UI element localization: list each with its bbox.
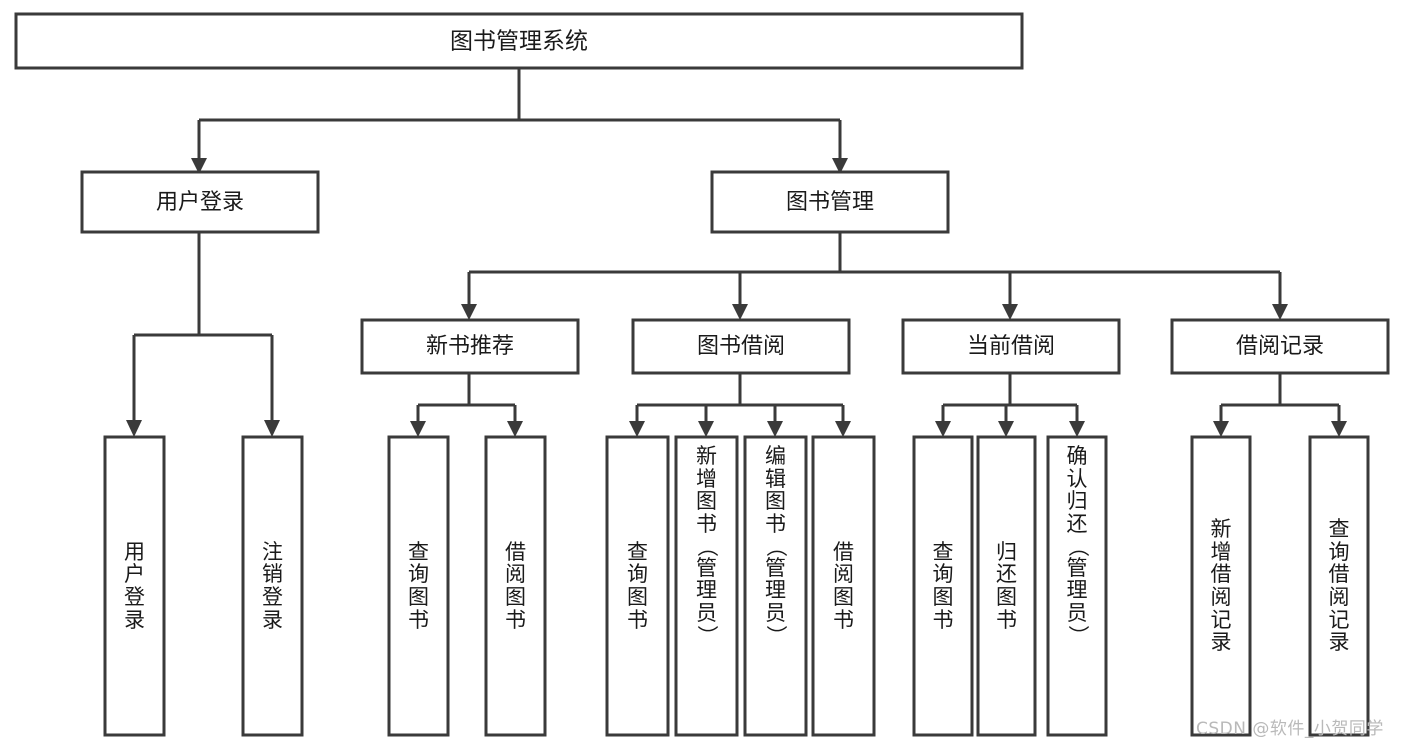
arrowhead-user-login [191, 158, 207, 174]
arrowhead-leaf-confirm-return [1069, 421, 1085, 437]
connector-group-root [191, 68, 848, 174]
node-leaf-user-login-box[interactable] [103, 435, 166, 737]
node-user-login-box[interactable] [80, 170, 320, 234]
connector-group-new-book-rec [410, 373, 523, 437]
arrowhead-borrow-record [1272, 304, 1288, 320]
node-leaf-logout-box[interactable] [241, 435, 304, 737]
node-book-manage-box[interactable] [710, 170, 950, 234]
node-book-manage-label: 图书管理 [786, 190, 874, 215]
node-leaf-edit-book-box[interactable] [743, 435, 808, 737]
arrowhead-leaf-user-login [126, 420, 142, 437]
connector-group-book-borrow [629, 373, 851, 437]
node-book-borrow-box[interactable] [631, 318, 851, 375]
arrowhead-leaf-return-book [998, 421, 1014, 437]
node-borrow-record-box[interactable] [1170, 318, 1390, 375]
node-root-box[interactable] [14, 12, 1024, 70]
node-leaf-add-record-box[interactable] [1190, 435, 1252, 737]
arrowhead-leaf-query-book-3 [935, 421, 951, 437]
node-book-borrow[interactable]: 图书借阅 [631, 318, 851, 375]
node-leaf-borrow-book-1-box[interactable] [484, 435, 547, 737]
connector-group-borrow-record [1213, 373, 1347, 437]
arrowhead-leaf-borrow-book-1 [507, 421, 523, 437]
node-leaf-return-book-box[interactable] [976, 435, 1037, 737]
node-new-book-rec-box[interactable] [360, 318, 580, 375]
arrowhead-leaf-logout [264, 420, 280, 437]
connector-group-current-borrow [935, 373, 1085, 437]
arrowhead-leaf-query-record [1331, 421, 1347, 437]
arrowhead-leaf-borrow-book-2 [835, 421, 851, 437]
node-book-borrow-label: 图书借阅 [697, 334, 785, 359]
arrowhead-book-borrow [732, 304, 748, 320]
node-current-borrow[interactable]: 当前借阅 [901, 318, 1121, 375]
node-new-book-rec[interactable]: 新书推荐 [360, 318, 580, 375]
node-leaf-borrow-book-2-box[interactable] [811, 435, 876, 737]
arrowhead-leaf-add-book [698, 421, 714, 437]
node-leaf-query-book-3-box[interactable] [912, 435, 974, 737]
watermark-text: CSDN @软件_小贺同学 [1196, 719, 1384, 739]
arrowhead-leaf-query-book-1 [410, 421, 426, 437]
connector-group-book-manage [461, 232, 1288, 320]
node-borrow-record[interactable]: 借阅记录 [1170, 318, 1390, 375]
node-leaf-confirm-return-box[interactable] [1046, 435, 1108, 737]
arrowhead-leaf-edit-book [767, 421, 783, 437]
node-leaf-query-book-2-box[interactable] [605, 435, 670, 737]
node-book-manage[interactable]: 图书管理 [710, 170, 950, 234]
arrowhead-leaf-query-book-2 [629, 421, 645, 437]
arrowhead-current-borrow [1002, 304, 1018, 320]
node-root-label: 图书管理系统 [450, 29, 588, 55]
connector-group-user-login [126, 232, 280, 437]
node-user-login[interactable]: 用户登录 [80, 170, 320, 234]
arrowhead-book-manage [832, 158, 848, 174]
arrowhead-leaf-add-record [1213, 421, 1229, 437]
node-root[interactable]: 图书管理系统 [14, 12, 1024, 70]
node-current-borrow-box[interactable] [901, 318, 1121, 375]
node-leaf-query-record-box[interactable] [1308, 435, 1370, 737]
node-new-book-rec-label: 新书推荐 [426, 334, 514, 359]
node-leaf-add-book-box[interactable] [674, 435, 739, 737]
arrowhead-new-book-rec [461, 304, 477, 320]
node-borrow-record-label: 借阅记录 [1236, 334, 1324, 359]
node-leaf-query-book-1-box[interactable] [387, 435, 450, 737]
node-current-borrow-label: 当前借阅 [967, 334, 1055, 359]
node-user-login-label: 用户登录 [156, 190, 244, 215]
